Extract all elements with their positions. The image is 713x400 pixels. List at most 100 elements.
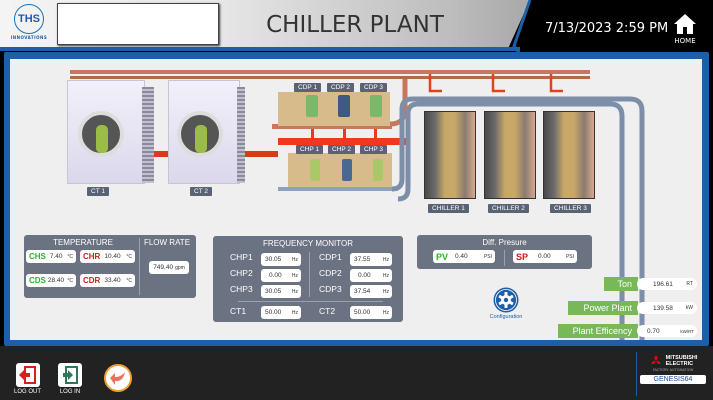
ct1-freq-unit: Hz <box>291 309 298 316</box>
cdr-unit: °C <box>126 277 132 284</box>
home-icon <box>674 14 696 34</box>
cdp3-freq-value: 37.54 <box>354 288 371 295</box>
cdp2-freq-value: 0.00 <box>358 272 371 279</box>
header-corner-decoration <box>512 0 532 54</box>
mitsubishi-diamonds-icon <box>650 355 661 364</box>
sp-value: 0.00 <box>538 253 551 260</box>
pv-tag: PV <box>436 251 449 262</box>
chp2-freq-label: CHP2 <box>230 268 253 278</box>
cdp1-freq-value: 37.55 <box>354 256 371 263</box>
cooling-tower-1[interactable] <box>67 80 154 184</box>
cooling-tower-2[interactable] <box>168 80 245 184</box>
ton-field: 196.61 RT <box>637 278 697 290</box>
plant-efficiency-value: 0.70 <box>647 327 660 335</box>
ct2-freq-label: CT2 <box>319 306 336 316</box>
chp3-pump[interactable] <box>373 159 383 181</box>
cdr-tag: CDR <box>83 276 101 285</box>
chiller-3[interactable] <box>543 111 595 199</box>
ct1-label: CT 1 <box>87 187 109 196</box>
cds-tag: CDS <box>29 276 46 285</box>
footer: LOG OUT LOG IN <box>0 346 713 400</box>
cdp1-drop <box>311 129 314 139</box>
datetime-display: 7/13/2023 2:59 PM <box>545 21 669 36</box>
cdp3-pump[interactable] <box>370 95 382 117</box>
cdp1-freq-field: 37.55 Hz <box>350 253 392 266</box>
chr-field: CHR 10.40 °C <box>80 250 135 263</box>
ct2-fins <box>237 87 245 183</box>
header-accent-line <box>0 47 520 51</box>
mitsubishi-genesis-logo: MITSUBISHI ELECTRIC FACTORY AUTOMATION G… <box>637 355 709 384</box>
cdp1-pump[interactable] <box>306 95 318 117</box>
login-label: LOG IN <box>59 389 81 395</box>
red-header <box>278 138 408 145</box>
condenser-pipe-top <box>70 70 590 74</box>
fan-blade <box>195 125 207 153</box>
chp2-pump[interactable] <box>342 159 352 181</box>
temperature-panel: TEMPERATURE FLOW RATE CHS 7.40 °C CHR 10… <box>24 235 196 298</box>
pv-value: 0.40 <box>455 253 468 260</box>
temperature-title: TEMPERATURE <box>53 238 113 247</box>
chiller-1[interactable] <box>424 111 476 199</box>
chp3-label: CHP 3 <box>360 145 388 154</box>
chilled-return-pipe <box>397 101 625 340</box>
chr-unit: °C <box>126 253 132 260</box>
cdp1-label: CDP 1 <box>294 83 322 92</box>
home-label: HOME <box>674 37 696 45</box>
chiller2-label: CHILLER 2 <box>488 204 529 213</box>
cdp2-pump[interactable] <box>338 95 350 117</box>
page-title: CHILLER PLANT <box>266 12 444 38</box>
chp2-freq-field: 0.00 Hz <box>261 269 301 282</box>
flow-rate-unit: gpm <box>175 264 185 271</box>
chs-field: CHS 7.40 °C <box>26 250 76 263</box>
ct2-label: CT 2 <box>190 187 212 196</box>
diff-pressure-title: Diff. Presure <box>482 238 527 247</box>
cdp3-label: CDP 3 <box>360 83 388 92</box>
chs-unit: °C <box>67 253 73 260</box>
brand-divider <box>636 352 637 396</box>
chiller2-connector <box>491 74 505 93</box>
ton-unit: RT <box>686 281 693 287</box>
header: THS INNOVATIONS CHILLER PLANT 7/13/2023 … <box>0 0 713 54</box>
panel-divider <box>139 238 140 295</box>
chp1-freq-field: 30.05 Hz <box>261 253 301 266</box>
chp1-freq-value: 30.05 <box>265 256 282 263</box>
chr-value: 10.40 <box>104 253 121 260</box>
ct2-freq-field: 50.00 Hz <box>350 306 392 319</box>
chiller-2[interactable] <box>484 111 536 199</box>
process-diagram: CT 1 CT 2 CDP 1 CDP 2 CDP 3 CHP 1 CHP 2 … <box>10 59 702 340</box>
freq-divider-v <box>309 252 310 297</box>
main-frame: CT 1 CT 2 CDP 1 CDP 2 CDP 3 CHP 1 CHP 2 … <box>4 52 709 346</box>
cw-pipe-ct1 <box>145 151 175 157</box>
logo-subtitle: INNOVATIONS <box>10 35 48 40</box>
ct1-freq-label: CT1 <box>230 306 247 316</box>
login-button[interactable]: LOG IN <box>58 363 82 395</box>
cdp2-freq-unit: Hz <box>382 272 389 279</box>
cdp1-freq-label: CDP1 <box>319 252 342 262</box>
sp-tag: SP <box>516 251 529 262</box>
cdp2-drop <box>343 129 346 139</box>
ct1-fins <box>142 87 154 183</box>
cdp2-label: CDP 2 <box>327 83 355 92</box>
plant-efficiency-field: 0.70 kW/RT <box>637 325 697 337</box>
diff-pressure-panel: Diff. Presure PV 0.40 PSI SP 0.00 PSI <box>417 235 592 269</box>
flow-rate-field: 749.40 gpm <box>149 261 189 274</box>
back-button[interactable] <box>104 364 132 392</box>
configuration-button[interactable]: Configuration <box>484 287 528 320</box>
plant-efficiency-label: Plant Efficency <box>558 324 638 338</box>
chiller1-label: CHILLER 1 <box>428 204 469 213</box>
login-icon <box>63 366 78 384</box>
sp-field: SP 0.00 PSI <box>513 250 577 263</box>
pv-unit: PSI <box>483 253 492 260</box>
ths-logo: THS INNOVATIONS <box>6 4 52 44</box>
chp1-pump[interactable] <box>310 159 320 181</box>
cw-pipe-ct2 <box>243 151 278 157</box>
power-plant-unit: kW <box>685 305 693 311</box>
ct2-freq-unit: Hz <box>382 309 389 316</box>
chiller3-connector <box>549 74 563 93</box>
home-button[interactable]: HOME <box>670 12 700 50</box>
configuration-label: Configuration <box>489 314 523 320</box>
cdr-value: 33.40 <box>104 277 121 284</box>
ton-value: 196.61 <box>653 280 673 288</box>
logout-button[interactable]: LOG OUT <box>14 363 41 395</box>
frequency-title: FREQUENCY MONITOR <box>263 239 353 248</box>
